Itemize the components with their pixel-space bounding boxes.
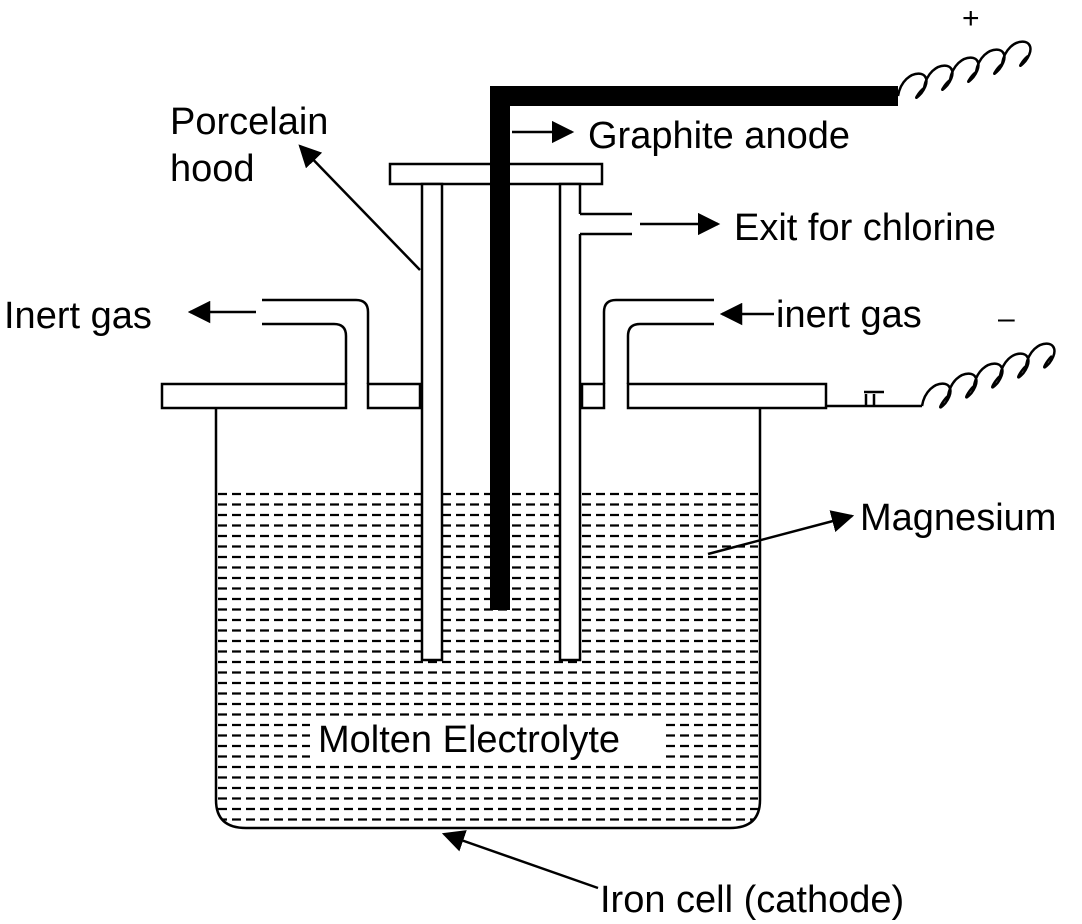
lid-left [160,382,348,410]
label-porcelain: Porcelain [170,101,328,143]
label-magnesium: Magnesium [860,497,1056,539]
electrolyte-label-backdrop [310,716,666,764]
lid-middle-left [366,382,422,410]
lid-right [626,382,828,410]
label-molten-electrolyte: Molten Electrolyte [318,719,620,761]
minus-sign: – [998,302,1015,335]
porcelain-hood-pointer [298,144,421,271]
label-exit-chlorine: Exit for chlorine [734,207,996,249]
inert-gas-pipe-right [602,298,714,384]
label-inert-gas-left: Inert gas [4,295,152,337]
label-iron-cell: Iron cell (cathode) [600,879,904,921]
magnesium-pointer [707,510,855,556]
anode-coil [896,40,1032,99]
chlorine-exit-pipe-edges [580,212,632,236]
inert-gas-pipe-left [262,298,370,384]
porcelain-hood-wall-right [558,182,582,662]
graphite-anode [490,86,898,610]
cathode-terminal [826,390,922,408]
label-graphite-anode: Graphite anode [588,115,850,157]
molten-electrolyte-fill [218,492,758,821]
label-inert-gas-right: inert gas [776,294,922,336]
cathode-coil [920,342,1056,409]
plus-sign: + [962,2,980,35]
label-hood: hood [170,148,255,190]
iron-cell-vessel [214,408,762,830]
chlorine-exit-pipe [570,214,632,234]
lid-middle-right [580,382,606,410]
porcelain-hood-wall-left [420,182,444,662]
iron-cell-pointer [441,830,599,890]
